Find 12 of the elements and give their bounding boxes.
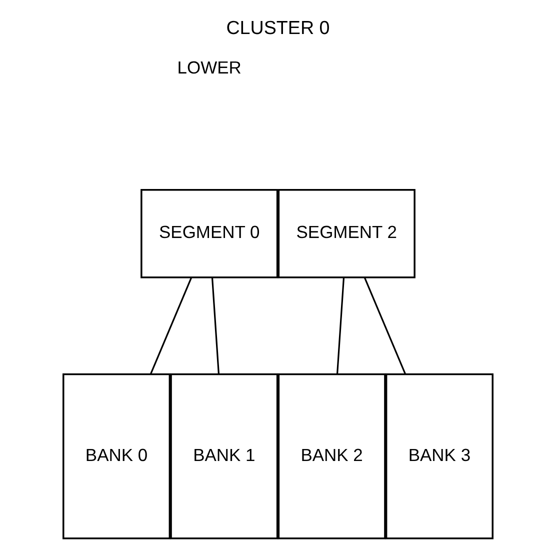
node-box: SEGMENT 0: [140, 189, 278, 278]
connector: [211, 277, 220, 374]
node-box: BANK 1: [170, 373, 278, 540]
node-box: BANK 2: [278, 373, 386, 540]
connector: [336, 277, 345, 374]
node-box: SEGMENT 2: [278, 189, 416, 278]
connector: [364, 277, 406, 374]
diagram-title: CLUSTER 0: [226, 17, 330, 38]
label: LOWER: [177, 57, 242, 78]
node-box: BANK 3: [385, 373, 494, 540]
node-box: BANK 0: [62, 373, 171, 540]
connector: [150, 277, 192, 374]
